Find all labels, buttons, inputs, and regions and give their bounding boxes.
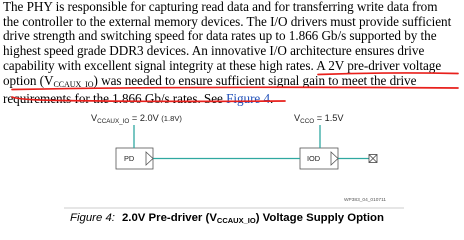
figure-id: WP383_04_010711 [344,198,387,203]
line6-text-b: ) was needed to ensure sufficient signal… [93,72,417,88]
iod-buffer-icon [330,151,339,166]
pd-block-label: PD [124,154,135,163]
figure-number: Figure 4: [70,212,115,224]
paragraph-line-5: capability with excellent signal integri… [3,57,442,73]
pd-buffer-icon [145,151,154,166]
paragraph-line-2: the controller to the external memory de… [3,13,452,29]
line6-text-a: option (V [3,72,54,88]
iod-block-label: IOD [307,154,321,163]
paragraph-line-6: option (VCCAUX_IO) was needed to ensure … [3,72,463,93]
figure-caption: Figure 4: 2.0V Pre-driver (VCCAUX_IO) Vol… [70,212,384,225]
vcco-label: VCCO = 1.5V [294,113,344,125]
paragraph-line-3: drive strength and switching speed for d… [3,28,437,44]
paragraph-line-1: The PHY is responsible for capturing rea… [3,0,438,14]
paragraph-line-4: highest speed grade DDR3 devices. An inn… [3,43,425,59]
vccaux-subscript: CCAUX_IO [53,79,94,89]
figure-diagram [64,125,404,209]
vccaux-label: VCCAUX_IO = 2.0V (1.8V) [91,113,182,125]
caption-title: 2.0V Pre-driver (VCCAUX_IO) Voltage Supp… [121,212,384,225]
